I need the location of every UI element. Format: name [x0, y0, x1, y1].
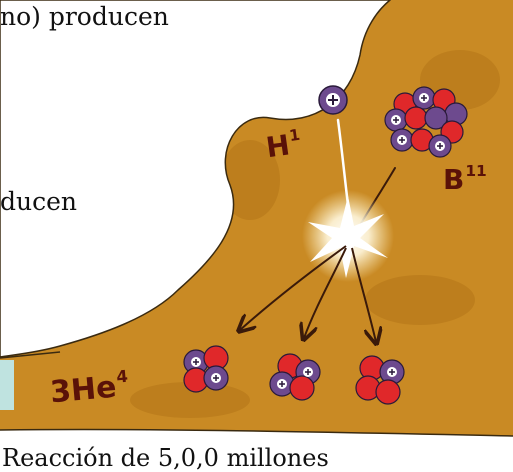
- helium-coefficient: 3: [49, 374, 73, 411]
- helium-nucleus-1: [184, 346, 228, 392]
- helium-label: 3He4: [49, 369, 130, 409]
- caption-bottom: Reacción de 5,0,0 millones: [2, 446, 329, 470]
- helium-symbol: He: [70, 370, 118, 409]
- hydrogen-nucleus: [319, 86, 347, 114]
- boron-mass: 11: [465, 162, 486, 180]
- caption-top: no) producen: [0, 4, 169, 29]
- hydrogen-label: H1: [264, 128, 303, 163]
- caption-middle: ducen: [0, 189, 77, 214]
- edge-strip: [0, 360, 14, 410]
- boron-label: B11: [443, 164, 487, 194]
- helium-mass: 4: [116, 367, 129, 387]
- hydrogen-mass: 1: [288, 126, 301, 145]
- boron-symbol: B: [443, 163, 464, 196]
